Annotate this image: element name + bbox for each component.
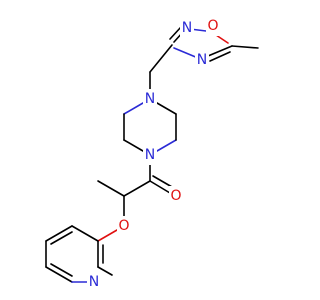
ether-oxygen-label: O [118, 218, 129, 234]
atom-labels: O N N N N O O N [87, 16, 220, 292]
bond-py-c4-c5-inner [50, 231, 73, 245]
bond-pip-left-lower [123, 139, 144, 152]
bond-ether-o-pyridine [97, 229, 118, 242]
bond-pip-nt-left [123, 102, 144, 115]
piperazine-nitrogen-top-label: N [145, 91, 155, 107]
bond-py-c6-c7-inner [50, 263, 73, 277]
piperazine-ring [123, 102, 177, 152]
bond-oxadiazole-ch2 [149, 44, 173, 73]
bond-pip-nb-right [156, 139, 177, 152]
bond-carbonyl-co-b [152, 175, 173, 188]
bond-o1-c5 [215, 34, 229, 44]
carbonyl-oxygen-label: O [170, 188, 181, 204]
bond-py-c6-c7 [45, 266, 73, 283]
bond-carbonyl-alpha [123, 180, 151, 197]
piperazine-nitrogen-bottom-label: N [145, 147, 155, 163]
oxadiazole-nitrogen-2-label: N [182, 20, 192, 36]
bond-c5-n4-b [209, 51, 231, 62]
oxadiazole-nitrogen-4-label: N [197, 52, 207, 68]
bond-n4-c3 [173, 47, 199, 59]
bond-py-c3-c4 [71, 225, 99, 242]
bond-py-c4-c5 [45, 225, 73, 242]
bond-methyl-oxadiazole [231, 45, 259, 49]
molecule-structure-diagram: O N N N N O O N [45, 16, 259, 292]
bond-alpha-methyl [97, 180, 125, 197]
bond-py-c2-n1 [97, 266, 113, 276]
bond-c3-n2-double [169, 26, 182, 40]
pyridine-nitrogen-label: N [89, 274, 99, 290]
bond-carbonyl-co-a [149, 180, 171, 194]
pyridine-ring [45, 225, 113, 283]
oxadiazole-oxygen-label: O [207, 18, 218, 34]
bond-c5-n4-a [207, 45, 233, 57]
bond-pip-right-upper [156, 102, 177, 115]
